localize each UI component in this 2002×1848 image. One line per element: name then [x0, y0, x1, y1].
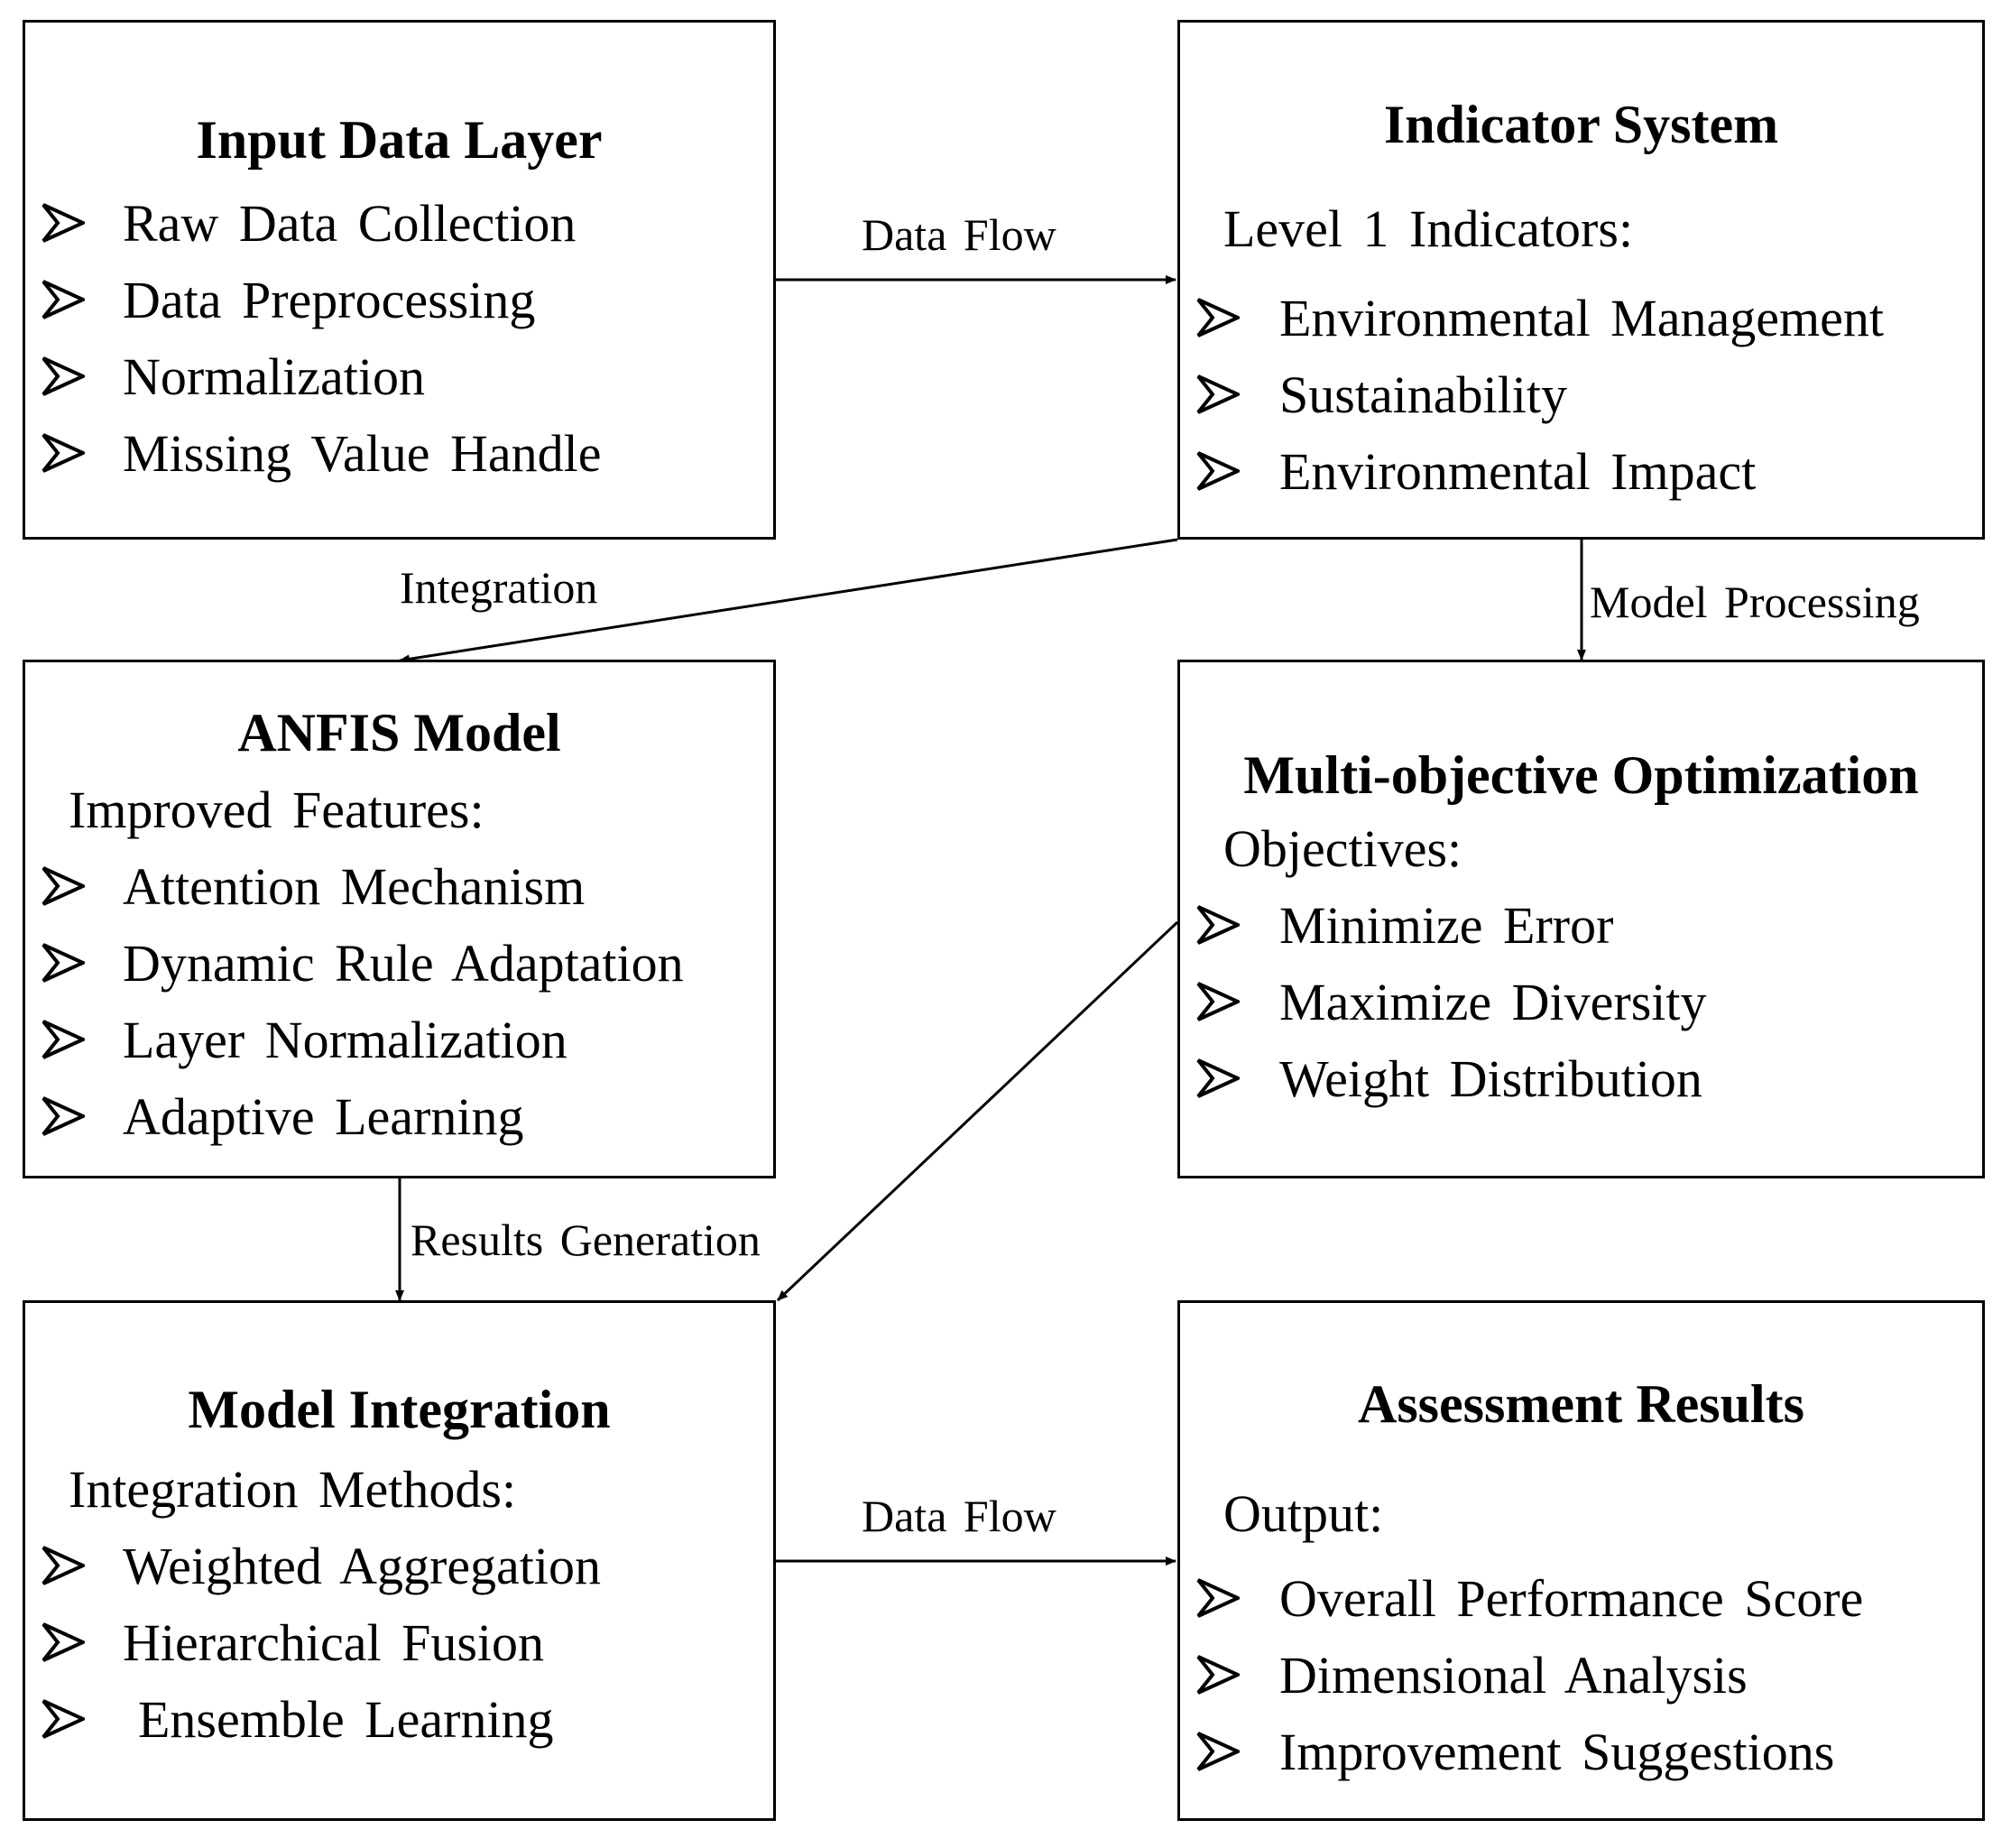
indicator-system-list: Environmental Management Sustainability … — [1180, 280, 1982, 510]
multi-objective-optimization-list: Minimize Error Maximize Diversity Weight… — [1180, 887, 1982, 1117]
list-item: Environmental Impact — [1180, 433, 1982, 510]
list-item: Sustainability — [1180, 356, 1982, 433]
arrow-bullet-icon — [42, 1699, 85, 1739]
anfis-model-subtitle: Improved Features: — [69, 781, 484, 839]
list-item: Layer Normalization — [25, 1002, 773, 1078]
edge-label-input-to-indicator: Data Flow — [862, 209, 1056, 260]
indicator-system-subtitle: Level 1 Indicators: — [1223, 199, 1634, 258]
list-item: Overall Performance Score — [1180, 1560, 1982, 1637]
arrow-bullet-icon — [42, 1622, 85, 1662]
input-data-layer-list: Raw Data Collection Data Preprocessing N… — [25, 185, 773, 492]
arrow-bullet-icon — [42, 866, 85, 906]
list-item: Ensemble Learning — [25, 1681, 773, 1758]
edge-label-indicator-to-multiobjective: Model Processing — [1590, 577, 1920, 627]
arrow-bullet-icon — [1196, 982, 1240, 1021]
arrow-bullet-icon — [1196, 1655, 1240, 1695]
arrow-bullet-icon — [1196, 374, 1240, 414]
list-item: Missing Value Handle — [25, 415, 773, 492]
arrow-bullet-icon — [42, 433, 85, 473]
input-data-layer-title: Input Data Layer — [196, 110, 603, 170]
arrow-bullet-icon — [1196, 298, 1240, 337]
anfis-model-box: ANFIS Model Improved Features: Attention… — [23, 660, 776, 1178]
assessment-results-box: Assessment Results Output: Overall Perfo… — [1177, 1300, 1985, 1821]
list-item: Normalization — [25, 338, 773, 415]
arrow-bullet-icon — [42, 1020, 85, 1059]
model-integration-title: Model Integration — [188, 1380, 611, 1439]
list-item: Raw Data Collection — [25, 185, 773, 262]
edge-label-anfis-to-integration: Results Generation — [411, 1215, 761, 1265]
multi-objective-optimization-subtitle: Objectives: — [1223, 819, 1462, 878]
list-item: Maximize Diversity — [1180, 964, 1982, 1040]
indicator-system-box: Indicator System Level 1 Indicators: Env… — [1177, 20, 1985, 540]
list-item: Dynamic Rule Adaptation — [25, 925, 773, 1002]
arrow-bullet-icon — [1196, 1578, 1240, 1618]
arrow-bullet-icon — [42, 1546, 85, 1585]
anfis-model-list: Attention Mechanism Dynamic Rule Adaptat… — [25, 848, 773, 1155]
indicator-system-title: Indicator System — [1383, 95, 1779, 154]
arrow-indicator-to-anfis — [399, 538, 1178, 664]
list-item: Data Preprocessing — [25, 262, 773, 338]
list-item: Improvement Suggestions — [1180, 1714, 1982, 1790]
arrow-bullet-icon — [42, 356, 85, 396]
model-integration-list: Weighted Aggregation Hierarchical Fusion… — [25, 1528, 773, 1758]
input-data-layer-box: Input Data Layer Raw Data Collection Dat… — [23, 20, 776, 540]
edge-label-indicator-to-anfis: Integration — [400, 562, 598, 613]
arrow-bullet-icon — [1196, 905, 1240, 945]
list-item: Environmental Management — [1180, 280, 1982, 356]
arrow-bullet-icon — [1196, 1058, 1240, 1098]
assessment-results-title: Assessment Results — [1358, 1374, 1804, 1434]
arrow-bullet-icon — [1196, 1732, 1240, 1771]
arrow-bullet-icon — [1196, 451, 1240, 491]
anfis-model-title: ANFIS Model — [237, 703, 561, 762]
arrow-bullet-icon — [42, 943, 85, 983]
list-item: Dimensional Analysis — [1180, 1637, 1982, 1714]
arrow-multiobjective-to-integration — [776, 920, 1179, 1302]
list-item: Weight Distribution — [1180, 1040, 1982, 1117]
multi-objective-optimization-title: Multi-objective Optimization — [1243, 745, 1919, 805]
list-item: Attention Mechanism — [25, 848, 773, 925]
edge-label-integration-to-results: Data Flow — [862, 1491, 1056, 1541]
list-item: Minimize Error — [1180, 887, 1982, 964]
model-integration-subtitle: Integration Methods: — [69, 1460, 517, 1519]
list-item: Hierarchical Fusion — [25, 1604, 773, 1681]
arrow-bullet-icon — [42, 1096, 85, 1136]
assessment-results-subtitle: Output: — [1223, 1484, 1384, 1543]
model-integration-box: Model Integration Integration Methods: W… — [23, 1300, 776, 1821]
arrow-bullet-icon — [42, 203, 85, 243]
multi-objective-optimization-box: Multi-objective Optimization Objectives:… — [1177, 660, 1985, 1178]
list-item: Weighted Aggregation — [25, 1528, 773, 1604]
assessment-results-list: Overall Performance Score Dimensional An… — [1180, 1560, 1982, 1790]
list-item: Adaptive Learning — [25, 1078, 773, 1155]
arrow-bullet-icon — [42, 280, 85, 319]
